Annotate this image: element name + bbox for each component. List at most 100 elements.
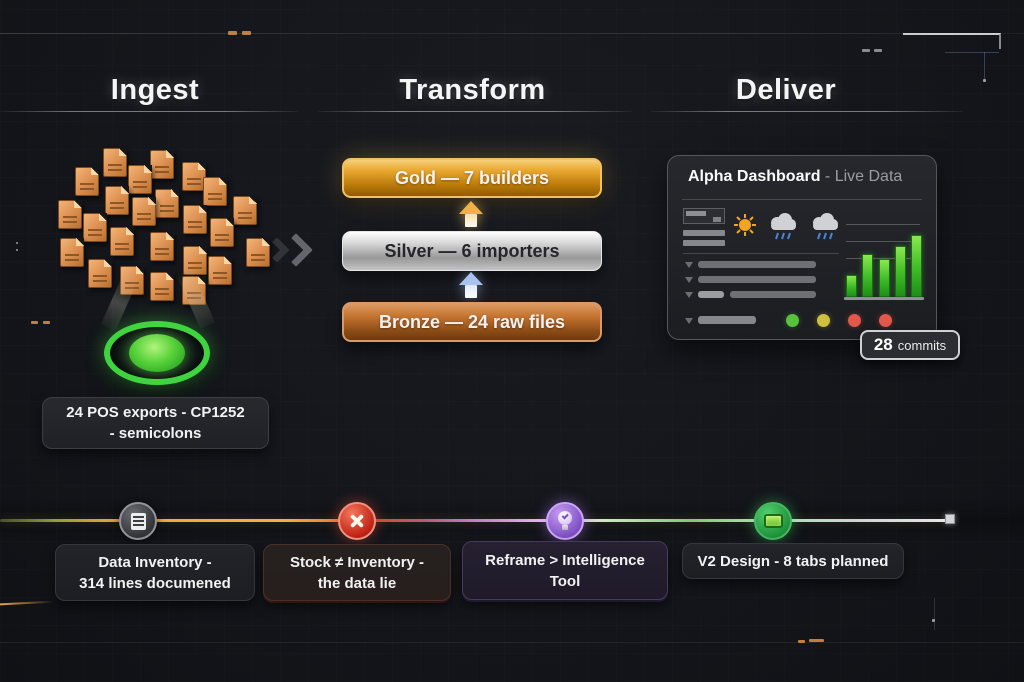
milestone-node-4 [754, 502, 792, 540]
document-file-icon [155, 189, 179, 218]
document-file-icon [103, 148, 127, 177]
decor-orange-dash [798, 640, 805, 643]
commits-unit: commits [897, 337, 947, 353]
skeleton-bar [683, 230, 725, 236]
section-title-deliver: Deliver [735, 73, 837, 106]
document-file-icon [150, 232, 174, 261]
commits-count: 28 [873, 335, 893, 354]
timeline-line [0, 519, 946, 522]
milestone-3-line2: Tool [549, 572, 581, 590]
decor-orange-dash [31, 321, 38, 324]
decor-orange-swoosh [0, 600, 55, 606]
decor-bottom-line [0, 642, 1024, 643]
document-file-icon [83, 213, 107, 242]
widget-skeleton [683, 208, 725, 224]
alpha-dashboard-card: Alpha Dashboard - Live Data [667, 155, 937, 340]
timeline-endpoint [945, 514, 955, 524]
tier-silver-label: Silver — 6 importers [384, 240, 560, 261]
document-file-icon [88, 259, 112, 288]
document-file-icon [60, 238, 84, 267]
list-row [698, 316, 756, 324]
document-file-icon [150, 150, 174, 179]
section-underline-transform [318, 111, 632, 112]
commits-badge: 28 commits [860, 330, 960, 360]
ingest-caption-line2: - semicolons [109, 425, 202, 442]
rain-cloud-icon [813, 213, 838, 240]
chart-bars [846, 231, 922, 297]
decor-dot [932, 619, 935, 622]
milestone-card-2: Stock ≠ Inventory - the data lie [263, 544, 451, 601]
decor-dot [16, 249, 18, 251]
arrow-head [459, 201, 483, 214]
list-row [698, 276, 816, 283]
chart-bar [911, 235, 922, 297]
document-file-icon [246, 238, 270, 267]
decor-dot [983, 79, 986, 82]
document-file-icon [182, 162, 206, 191]
section-title-transform: Transform [399, 73, 546, 106]
document-file-icon [75, 167, 99, 196]
document-file-icon [128, 165, 152, 194]
document-file-icon [233, 196, 257, 225]
milestone-2-line1: Stock ≠ Inventory - [289, 553, 425, 571]
chart-bar [846, 275, 857, 297]
dashboard-subtitle: - Live Data [824, 168, 903, 185]
error-x-icon [348, 512, 366, 530]
list-bullet-icon [685, 277, 693, 283]
decor-corner-bracket [903, 33, 1001, 49]
dashboard-header: Alpha Dashboard - Live Data [688, 168, 902, 186]
milestone-2-line2: the data lie [317, 574, 397, 592]
decor-orange-dash [242, 31, 251, 35]
document-file-icon [183, 246, 207, 275]
decor-dot [16, 242, 18, 244]
list-row [698, 261, 816, 268]
document-file-icon [203, 177, 227, 206]
chart-bar [894, 246, 906, 297]
chart-bar [878, 259, 890, 297]
bulb-globe [558, 511, 572, 525]
document-file-icon [58, 200, 82, 229]
document-file-icon [208, 256, 232, 285]
list-bullet-icon [685, 318, 693, 324]
skeleton-bar [686, 211, 706, 216]
list-row [730, 291, 816, 298]
mini-bar-chart [844, 214, 924, 302]
sun-icon [734, 214, 756, 236]
arrow-up-gold-icon [458, 201, 484, 227]
ingest-caption-line1: 24 POS exports - CP1252 [66, 404, 245, 421]
tier-gold-label: Gold — 7 builders [394, 167, 550, 188]
list-bullet-icon [685, 292, 693, 298]
decor-blue-line-h [945, 52, 999, 53]
decor-gray-dash [862, 49, 870, 52]
section-title-ingest: Ingest [110, 73, 200, 106]
milestone-node-2 [338, 502, 376, 540]
rain-cloud-icon [771, 213, 796, 240]
document-file-icon [105, 186, 129, 215]
chart-gridline [846, 258, 920, 259]
document-file-icon [132, 197, 156, 226]
chart-baseline [844, 297, 924, 300]
milestone-card-4: V2 Design - 8 tabs planned [682, 543, 904, 579]
milestone-1-line2: 314 lines documened [79, 574, 231, 592]
arrow-up-blue-icon [458, 272, 484, 298]
dashboard-divider [682, 199, 922, 200]
decor-orange-dash [809, 639, 824, 642]
decor-blue-line-v [984, 52, 985, 79]
arrow-stem [465, 214, 477, 227]
ingest-funnel-core [129, 334, 185, 372]
bulb-base [562, 525, 568, 530]
decor-orange-dash [43, 321, 50, 324]
status-dot [848, 314, 861, 327]
lightbulb-icon [557, 511, 573, 531]
document-icon [130, 512, 146, 530]
tier-silver: Silver — 6 importers [342, 231, 602, 271]
decor-top-line [0, 33, 1024, 34]
skeleton-bar [683, 240, 725, 246]
tier-bronze-label: Bronze — 24 raw files [378, 311, 566, 332]
window-icon [763, 514, 783, 528]
milestone-card-1: Data Inventory - 314 lines documened [55, 544, 255, 601]
arrow-stem [465, 285, 477, 298]
status-dot [817, 314, 830, 327]
section-underline-ingest [0, 111, 298, 112]
document-file-icon [210, 218, 234, 247]
